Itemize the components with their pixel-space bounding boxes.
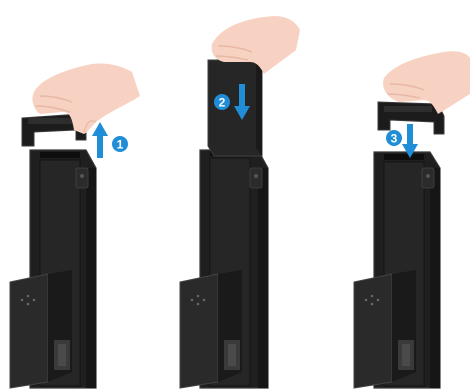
panel-step-1: 1 <box>10 63 140 388</box>
panel-step-3: 3 <box>354 51 470 388</box>
step-number-2: 2 <box>219 96 226 110</box>
device-body-2 <box>180 150 268 388</box>
up-arrow-icon <box>92 122 108 158</box>
step-number-3: 3 <box>391 132 398 146</box>
step-badge-1: 1 <box>112 136 128 152</box>
step-badge-3: 3 <box>386 130 402 146</box>
panel-step-2: 2 <box>180 16 300 388</box>
step-number-1: 1 <box>117 138 124 152</box>
step-badge-2: 2 <box>214 94 230 110</box>
device-body-1 <box>10 150 96 388</box>
battery-2 <box>208 60 262 156</box>
device-body-3 <box>354 152 440 388</box>
